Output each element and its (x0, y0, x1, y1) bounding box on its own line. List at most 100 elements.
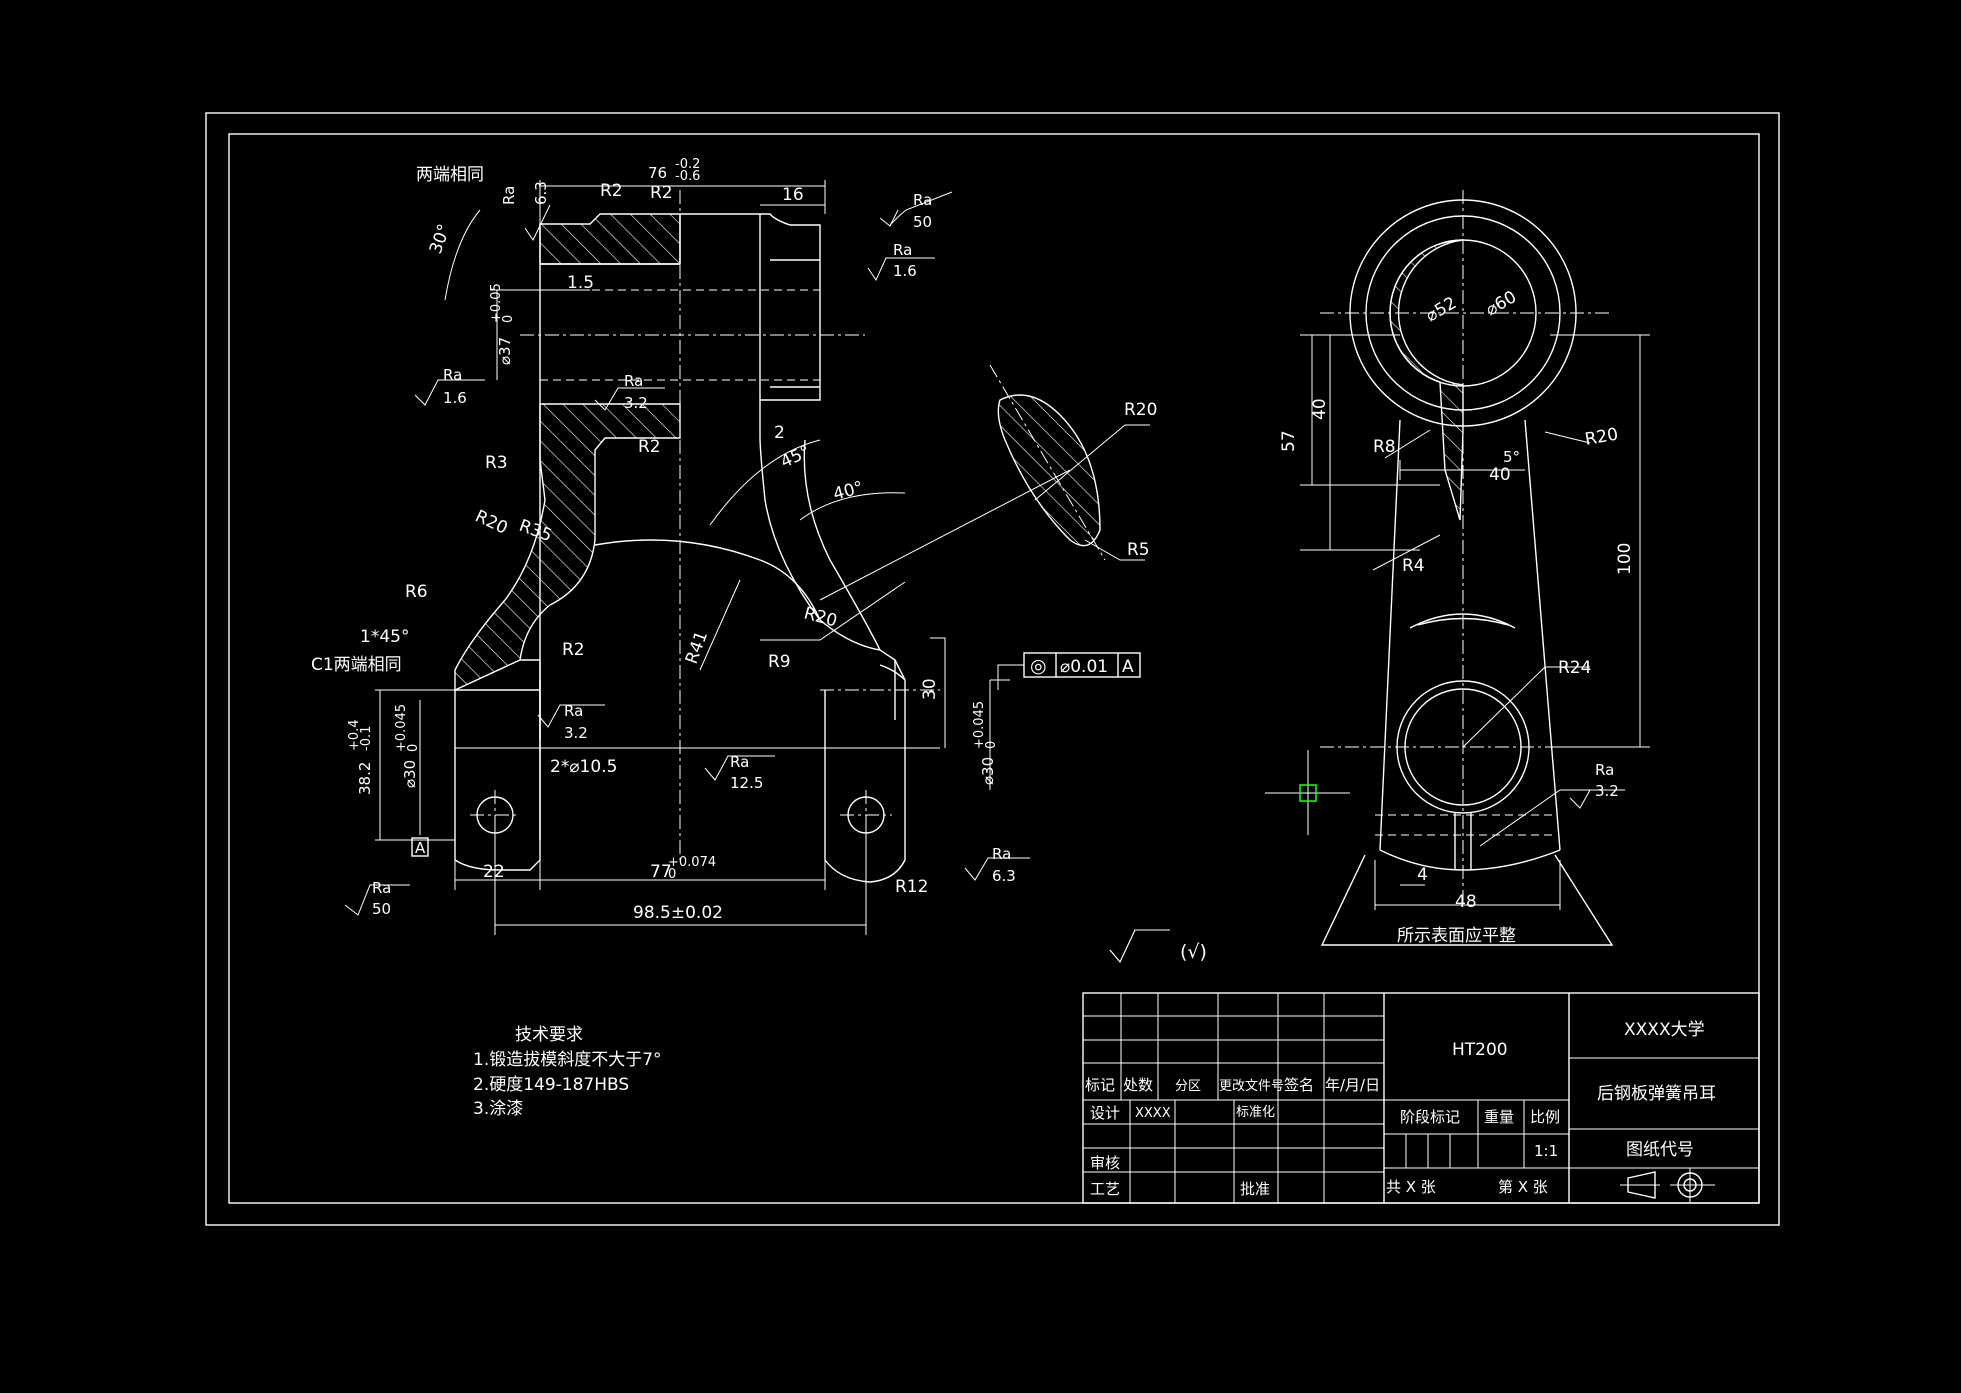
dim-r2-a: R2 (600, 181, 623, 201)
dim-76-upper: -0.2 (675, 157, 700, 172)
tb-stage-mark: 阶段标记 (1400, 1108, 1460, 1126)
tech-requirements: 技术要求 1.锻造拔模斜度不大于7° 2.硬度149-187HBS 3.涂漆 (473, 1025, 662, 1119)
dim-30a-lower: 0 (406, 744, 421, 752)
dim-98-5: 98.5±0.02 (633, 903, 723, 923)
dim-r2-d: R2 (562, 640, 585, 660)
dim-30b-lower: 0 (984, 741, 999, 749)
dim-30a: ⌀30 (401, 760, 419, 788)
ra-label: Ra (893, 241, 912, 259)
title-block: HT200 XXXX大学 后钢板弹簧吊耳 图纸代号 标记 处数 分区 更改文件号… (1082, 992, 1760, 1204)
tb-mark: 标记 (1085, 1076, 1115, 1094)
tolerance-value: ⌀0.01 (1060, 657, 1108, 677)
ra-value-12-5: 12.5 (730, 774, 763, 792)
dim-r2-c: R2 (638, 437, 661, 457)
side-view: ⌀52 ⌀60 40 57 R8 5° 40 R20 100 R4 R24 4 … (1109, 190, 1650, 963)
dim-2: 2 (774, 423, 785, 443)
note-c1-same-ends: C1两端相同 (311, 655, 402, 675)
ra-label: Ra (372, 879, 391, 897)
tb-count: 处数 (1123, 1076, 1153, 1094)
material: HT200 (1452, 1040, 1508, 1060)
tech-title: 技术要求 (515, 1025, 583, 1045)
part-name: 后钢板弹簧吊耳 (1597, 1084, 1716, 1104)
tb-weight: 重量 (1484, 1108, 1514, 1126)
dim-77-upper: +0.074 (668, 855, 716, 870)
dim-48: 48 (1455, 892, 1477, 912)
note-chamfer: 1*45° (360, 627, 409, 647)
ra-value-1-6-left: 1.6 (443, 389, 467, 407)
dim-30b-upper: +0.045 (972, 701, 987, 749)
dim-100: 100 (1615, 543, 1635, 575)
tb-process: 工艺 (1090, 1180, 1120, 1198)
gdt-frame: ◎ ⌀0.01 A (997, 652, 1141, 690)
general-roughness: (√) (1180, 941, 1207, 963)
dim-22: 22 (483, 862, 505, 882)
ra-value-1-6-right: 1.6 (893, 262, 917, 280)
dim-37-lower: 0 (501, 315, 516, 323)
dim-37-upper: +0.05 (489, 283, 504, 323)
angle-5: 5° (1503, 448, 1520, 466)
ra-label: Ra (1595, 761, 1614, 779)
dim-r3: R3 (485, 453, 508, 473)
ra-label: Ra (443, 366, 462, 384)
tb-sign: 签名 (1284, 1076, 1314, 1094)
ra-value-50-top: 50 (913, 213, 932, 231)
ra-value-50-bottom: 50 (372, 900, 391, 918)
crosshair-icon (1265, 750, 1350, 835)
outer-border (205, 112, 1780, 1226)
tb-scale-label: 比例 (1530, 1108, 1560, 1126)
school-name: XXXX大学 (1624, 1020, 1705, 1040)
dim-r20-d: R20 (1583, 424, 1619, 450)
ra-value-3-2-low: 3.2 (564, 724, 588, 742)
dim-r2-b: R2 (650, 183, 673, 203)
dim-38-lower: -0.1 (359, 726, 374, 751)
tb-change-doc: 更改文件号 (1219, 1079, 1284, 1094)
coaxiality-symbol: ◎ (1030, 655, 1047, 677)
tb-total-sheets: 共 X 张 (1386, 1178, 1436, 1196)
tb-zone: 分区 (1175, 1079, 1201, 1094)
tb-sheet-no: 第 X 张 (1498, 1178, 1548, 1196)
tb-approve: 批准 (1240, 1180, 1270, 1198)
dim-r5: R5 (1127, 540, 1150, 560)
tb-date: 年/月/日 (1325, 1076, 1380, 1094)
dim-38-upper: +0.4 (347, 719, 362, 751)
projection-symbol-icon (1620, 1168, 1715, 1202)
dim-77-lower: 0 (668, 867, 676, 882)
tb-standard: 标准化 (1236, 1105, 1275, 1120)
dim-r20-a: R20 (472, 506, 511, 538)
angle-30: 30° (426, 222, 455, 257)
ra-label: Ra (913, 191, 932, 209)
tech-item-2: 2.硬度149-187HBS (473, 1075, 629, 1095)
inner-border (228, 133, 1760, 1204)
tb-design: 设计 (1090, 1104, 1120, 1122)
note-surface-flat: 所示表面应平整 (1397, 926, 1516, 946)
tb-scale: 1:1 (1534, 1142, 1558, 1160)
dim-16: 16 (782, 185, 804, 205)
dim-d60: ⌀60 (1483, 287, 1521, 320)
ra-label: Ra (992, 845, 1011, 863)
ra-label: Ra (500, 186, 518, 205)
dim-r4: R4 (1402, 556, 1425, 576)
dim-r12: R12 (895, 877, 928, 897)
ra-label: Ra (564, 702, 583, 720)
dim-30-vertical: 30 (920, 678, 940, 700)
drawing-number-label: 图纸代号 (1626, 1140, 1694, 1160)
dim-76-lower: -0.6 (675, 169, 700, 184)
dim-30a-upper: +0.045 (394, 704, 409, 752)
dim-r20-b: R20 (1124, 400, 1157, 420)
dim-d52: ⌀52 (1423, 293, 1461, 326)
dim-r9: R9 (768, 652, 791, 672)
dim-77: 77 (650, 862, 672, 882)
dim-30b: ⌀30 (979, 757, 997, 785)
dim-76: 76 (648, 164, 667, 182)
tb-designer: XXXX (1135, 1106, 1171, 1121)
tolerance-datum: A (1122, 657, 1134, 677)
ra-label: Ra (730, 753, 749, 771)
dim-r41: R41 (682, 628, 712, 666)
dim-40-horizontal: 40 (1489, 465, 1511, 485)
dim-40-vertical: 40 (1310, 398, 1330, 420)
ra-value-3-2-side: 3.2 (1595, 782, 1619, 800)
ra-value-3-2-mid: 3.2 (624, 394, 648, 412)
note-same-ends: 两端相同 (416, 165, 484, 185)
dim-37: ⌀37 (496, 337, 514, 365)
tb-review: 审核 (1090, 1154, 1120, 1172)
